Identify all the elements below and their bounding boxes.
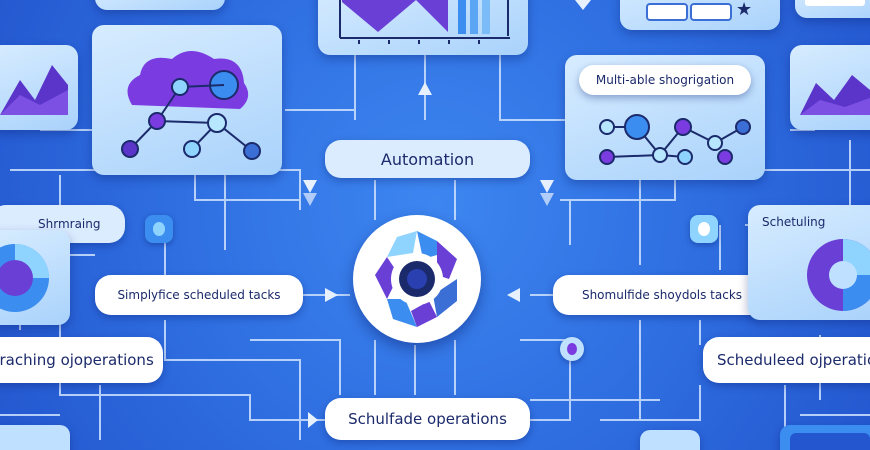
top-chart-card [318,0,528,55]
right-landscape-card [790,45,870,130]
scheduling-card: Schetuling [748,205,870,320]
status-dot-icon [560,337,584,361]
gear-icon [375,231,457,327]
top-left-card [95,0,225,10]
mountain-chart-icon [0,65,68,115]
automation-text: Automation [380,149,475,169]
left-pie-card [0,230,70,325]
scheduling-label: Schetuling [762,215,826,229]
pie-chart-icon [807,239,870,311]
star-icon: ★ [736,0,753,20]
arrowheads [303,0,591,428]
lock-icon [145,215,173,243]
schulfade-label: Schulfade operations [325,398,530,440]
cloud-network-icon [121,51,261,160]
cloud-network-card [92,25,282,175]
simplyfice-label: Simplyfice scheduled tacks [95,275,303,315]
multi-able-card: Multi-able shogrigation [565,55,765,180]
mountain-chart-icon [800,75,870,115]
left-landscape-card [0,45,78,130]
multi-able-label: Multi-able shogrigation [579,65,751,95]
scheduleed-label: Scheduleed ojperatic [703,337,870,383]
top-far-right-card [795,0,870,18]
automation-label: Automation [325,140,530,178]
pie-chart-icon [0,244,49,312]
bottom-right-small-card [640,430,700,450]
center-hub [353,215,481,343]
network-graph-icon [599,114,751,165]
lock-icon-right [690,215,718,243]
bottom-left-card [0,425,70,450]
top-right-card: ★ [620,0,780,30]
bottom-right-card [780,425,870,450]
chart-icon [339,0,510,44]
fraching-label: fraching ojoperations [0,337,163,383]
shomulfide-label: Shomulfide shoydols tacks [553,275,771,315]
